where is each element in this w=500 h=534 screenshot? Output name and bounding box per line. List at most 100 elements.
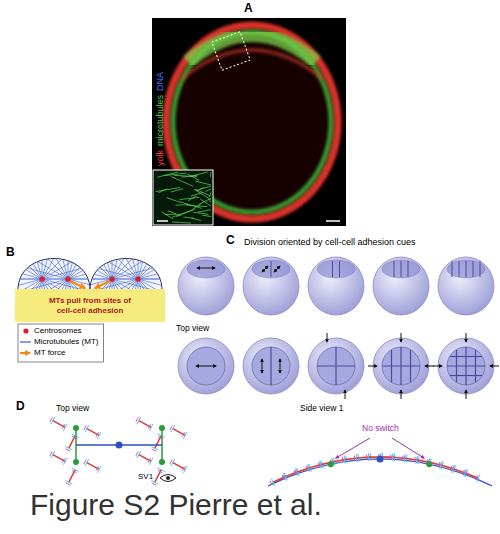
illustration-line	[84, 459, 86, 463]
illustration-circle	[328, 461, 334, 467]
illustration-line	[165, 214, 176, 215]
illustration-line	[456, 350, 457, 382]
adhesion-band: MTs pull from sites of cell-cell adhesio…	[15, 289, 165, 322]
illustration-line	[68, 221, 84, 279]
illustration-ellipse	[447, 260, 485, 278]
illustration-line	[195, 181, 211, 185]
illustration-line	[157, 220, 168, 222]
illustration-line	[318, 463, 319, 468]
illustration-circle	[73, 425, 79, 431]
illustration-circle	[178, 338, 234, 394]
illustration-line	[402, 455, 404, 460]
illustration-ellipse	[373, 257, 429, 315]
illustration-line	[450, 356, 482, 357]
illustration-line	[262, 266, 268, 272]
illustration-path	[18, 259, 90, 291]
illustration-circle	[447, 347, 485, 385]
illustration-line	[410, 350, 411, 382]
illustration-line	[82, 227, 112, 279]
illustration-path	[268, 459, 492, 486]
illustration-line	[205, 189, 211, 191]
illustration-line	[70, 281, 85, 288]
illustration-path	[180, 50, 324, 80]
illustration-circle	[65, 276, 70, 281]
illustration-line	[452, 261, 453, 277]
illustration-line	[463, 470, 465, 475]
illustration-line	[72, 470, 76, 472]
illustration-line	[317, 365, 355, 366]
illustration-line	[182, 432, 184, 436]
illustration-line	[162, 212, 174, 219]
illustration-line	[10, 263, 68, 279]
stain-label: microtubules	[155, 95, 165, 146]
illustration-line	[112, 221, 128, 279]
illustration-rect	[18, 324, 103, 362]
illustration-line	[342, 457, 344, 462]
illustration-line	[95, 281, 110, 288]
illustration-line	[368, 453, 369, 461]
embryo-micrograph	[152, 18, 346, 226]
illustration-circle	[373, 338, 429, 394]
illustration-circle	[187, 347, 225, 385]
illustration-line	[475, 350, 476, 382]
illustration-line	[138, 221, 154, 279]
illustration-line	[52, 221, 68, 279]
illustration-circle	[308, 338, 364, 394]
illustration-line	[0, 263, 42, 279]
spindle-map	[50, 417, 492, 486]
legend-swatch	[23, 328, 28, 333]
illustration-circle	[39, 276, 44, 281]
illustration-circle	[135, 276, 140, 281]
illustration-line	[112, 263, 170, 279]
illustration-line	[12, 227, 42, 279]
illustration-line	[490, 366, 499, 367]
illustration-line	[280, 359, 281, 373]
illustration-line	[152, 449, 156, 451]
panel-letter: A	[244, 2, 253, 16]
illustration-line	[182, 466, 184, 470]
illustration-line	[401, 333, 402, 342]
illustration-line	[166, 198, 180, 203]
illustration-line	[433, 366, 442, 367]
annotation-label: Top view	[176, 324, 209, 334]
legend-text: Centrosomes	[34, 326, 82, 335]
illustration-line	[198, 210, 211, 212]
illustration-line	[339, 261, 340, 277]
illustration-line	[66, 449, 70, 451]
illustration-line	[86, 249, 138, 279]
illustration-line	[171, 189, 183, 192]
illustration-circle	[438, 338, 494, 394]
illustration-line	[138, 227, 168, 279]
illustration-line	[112, 219, 113, 279]
illustration-line	[382, 365, 420, 366]
illustration-circle	[426, 461, 432, 467]
illustration-line	[438, 462, 439, 467]
illustration-line	[193, 212, 208, 214]
illustration-line	[262, 359, 263, 373]
illustration-line	[270, 481, 272, 486]
illustration-line	[171, 177, 193, 187]
illustration-line	[62, 424, 64, 428]
annotation-label: Side view 1	[300, 404, 343, 414]
illustration-line	[391, 350, 392, 382]
illustration-circle	[317, 347, 355, 385]
legend-box	[18, 324, 103, 362]
illustration-line	[42, 263, 100, 279]
legend-swatch	[20, 352, 30, 354]
illustration-line	[70, 237, 112, 279]
illustration-line	[62, 458, 64, 462]
illustration-line	[336, 438, 370, 458]
illustration-line	[42, 237, 84, 279]
illustration-line	[404, 454, 405, 462]
illustration-line	[172, 222, 191, 224]
illustration-line	[282, 475, 284, 480]
illustration-line	[271, 261, 272, 277]
illustration-line	[401, 261, 402, 277]
illustration-ellipse	[243, 257, 299, 315]
illustration-rect	[153, 170, 213, 225]
illustration-line	[416, 456, 418, 464]
illustration-line	[170, 459, 172, 463]
illustration-circle	[377, 456, 384, 463]
illustration-line	[306, 466, 307, 471]
